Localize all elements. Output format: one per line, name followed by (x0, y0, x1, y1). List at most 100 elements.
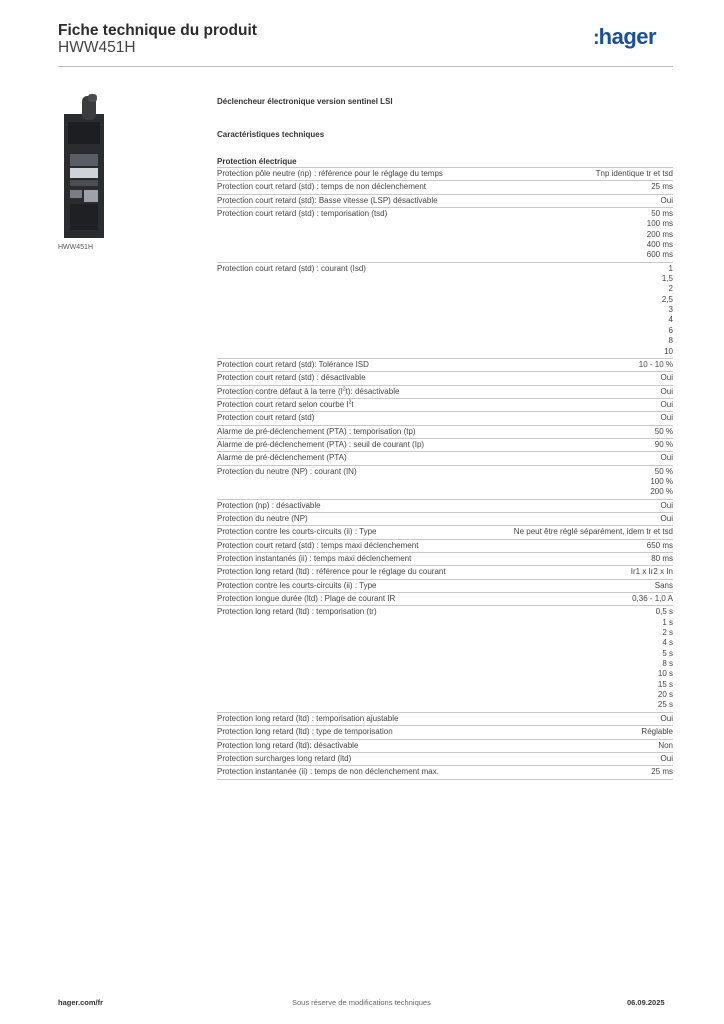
spec-row: Alarme de pré-déclenchement (PTA) : seui… (217, 438, 673, 451)
spec-value: 1 (668, 263, 673, 273)
document-title: Fiche technique du produit (58, 22, 257, 39)
spec-value-cell: 25 ms (469, 766, 673, 779)
spec-label: Protection instantanés (ii) : temps maxi… (217, 554, 412, 563)
spec-value: 100 % (650, 476, 673, 486)
spec-value: Oui (660, 500, 673, 510)
spec-value: Oui (660, 453, 673, 463)
spec-label: Protection pôle neutre (np) : référence … (217, 169, 443, 178)
spec-value-cell: Oui (469, 385, 673, 398)
spec-value: 5 s (662, 648, 673, 658)
spec-row: Protection court retard (std) : désactiv… (217, 371, 673, 385)
spec-row: Protection court retard (std) : temps de… (217, 180, 673, 194)
spec-value-cell: Oui (469, 372, 673, 385)
spec-row: Protection long retard (ltd): désactivab… (217, 739, 673, 752)
spec-label: Protection contre défaut à la terre (I2t… (217, 385, 400, 396)
footer-website[interactable]: hager.com/fr (58, 998, 104, 1007)
spec-value: Ir1 x Ir2 x In (630, 567, 673, 577)
spec-row: Protection court retard (std) : temps ma… (217, 539, 673, 552)
spec-value-cell: Oui (469, 712, 673, 725)
spec-value-cell: 10 - 10 % (469, 358, 673, 371)
spec-value: Oui (660, 195, 673, 205)
spec-row: Protection long retard (ltd) : référence… (217, 565, 673, 579)
spec-value: 200 % (650, 487, 673, 497)
spec-label: Protection court retard (std) : temps ma… (217, 540, 419, 550)
spec-value-cell: 80 ms (469, 553, 673, 566)
spec-row: Protection contre défaut à la terre (I2t… (217, 385, 673, 398)
category-title: Protection électrique (217, 157, 297, 166)
spec-label: Alarme de pré-déclenchement (PTA) : temp… (217, 426, 416, 436)
spec-value: Oui (660, 373, 673, 383)
product-reference: HWW451H (58, 39, 136, 56)
spec-value: 8 (668, 336, 673, 346)
spec-label: Protection surcharges long retard (ltd) (217, 753, 352, 763)
spec-value: 3 (668, 305, 673, 315)
spec-value: 650 ms (646, 540, 673, 550)
spec-label: Protection court retard (std) : temporis… (217, 209, 388, 219)
spec-value-cell: Oui (469, 499, 673, 512)
spec-value: Ne peut être réglé séparément, idem tr e… (513, 527, 673, 537)
spec-row: Protection pôle neutre (np) : référence … (217, 167, 673, 181)
spec-row: Protection contre les courts-circuits (i… (217, 579, 673, 592)
spec-row: Protection court retard (std) : courant … (217, 262, 673, 358)
product-image-caption: HWW451H (58, 244, 94, 251)
spec-label: Alarme de pré-déclenchement (PTA) (217, 453, 347, 463)
spec-value: Réglable (641, 727, 673, 737)
spec-value-cell: Ne peut être réglé séparément, idem tr e… (469, 526, 673, 539)
spec-value: 6 (668, 325, 673, 335)
spec-row: Protection long retard (ltd) : type de t… (217, 725, 673, 739)
spec-row: Protection court retard (std): Tolérance… (217, 358, 673, 371)
hager-logo: :hager (593, 24, 657, 49)
spec-label: Protection court retard (std) : désactiv… (217, 373, 366, 383)
product-image (58, 92, 155, 242)
spec-label: Protection court retard selon courbe I2t (217, 399, 354, 409)
spec-label: Protection long retard (ltd) : type de t… (217, 727, 393, 737)
spec-row: Alarme de pré-déclenchement (PTA) : temp… (217, 425, 673, 438)
spec-value: Sans (654, 580, 673, 590)
spec-label: Protection longue durée (ltd) : Plage de… (217, 594, 396, 604)
spec-row: Protection du neutre (NP) : courant (IN)… (217, 465, 673, 499)
spec-value-cell: Oui (469, 512, 673, 525)
spec-row: Protection contre les courts-circuits (i… (217, 525, 673, 539)
spec-label: Alarme de pré-déclenchement (PTA) : seui… (217, 439, 425, 449)
spec-row: Protection long retard (ltd) : temporisa… (217, 605, 673, 712)
spec-value: 10 - 10 % (638, 359, 673, 369)
spec-value: 8 s (662, 659, 673, 669)
spec-label: Protection long retard (ltd): désactivab… (217, 740, 359, 750)
spec-value: 90 % (654, 439, 673, 449)
spec-label: Protection court retard (std) (217, 413, 315, 423)
spec-value: Oui (660, 713, 673, 723)
spec-label: Protection long retard (ltd) : temporisa… (217, 607, 377, 617)
spec-value-cell: Sans (469, 579, 673, 592)
superscript-2: 2 (342, 385, 346, 392)
spec-value: 0,36 - 1,0 A (632, 594, 673, 604)
spec-value-cell: Oui (469, 194, 673, 207)
spec-value-cell: Oui (469, 452, 673, 465)
spec-value-cell: Non (469, 739, 673, 752)
spec-value: Oui (660, 399, 673, 409)
spec-value: 200 ms (646, 229, 673, 239)
footer-disclaimer: Sous réserve de modifications techniques (292, 998, 431, 1007)
spec-label: Protection court retard (std) : temps de… (217, 182, 426, 192)
spec-label: Protection (np) : désactivable (217, 500, 321, 510)
spec-value: Oui (660, 513, 673, 523)
spec-value: 2 (668, 284, 673, 294)
spec-value: 600 ms (646, 250, 673, 260)
spec-value-cell: Réglable (469, 726, 673, 739)
spec-label: Protection instantanée (ii) : temps de n… (217, 767, 439, 777)
spec-row: Protection longue durée (ltd) : Plage de… (217, 592, 673, 606)
spec-value: 20 s (657, 690, 673, 700)
spec-value: 400 ms (646, 240, 673, 250)
spec-value-cell: 90 % (469, 438, 673, 451)
header-divider (58, 66, 673, 67)
spec-row: Protection instantanés (ii) : temps maxi… (217, 552, 673, 566)
spec-value: Tnp identique tr et tsd (595, 169, 673, 178)
spec-row: Protection surcharges long retard (ltd)O… (217, 752, 673, 765)
spec-label: Protection du neutre (NP) : courant (IN) (217, 466, 357, 476)
spec-value: Oui (660, 413, 673, 423)
spec-value: 1,5 (661, 274, 673, 284)
spec-label: Protection long retard (ltd) : temporisa… (217, 713, 399, 723)
spec-label: Protection contre les courts-circuits (i… (217, 580, 377, 590)
